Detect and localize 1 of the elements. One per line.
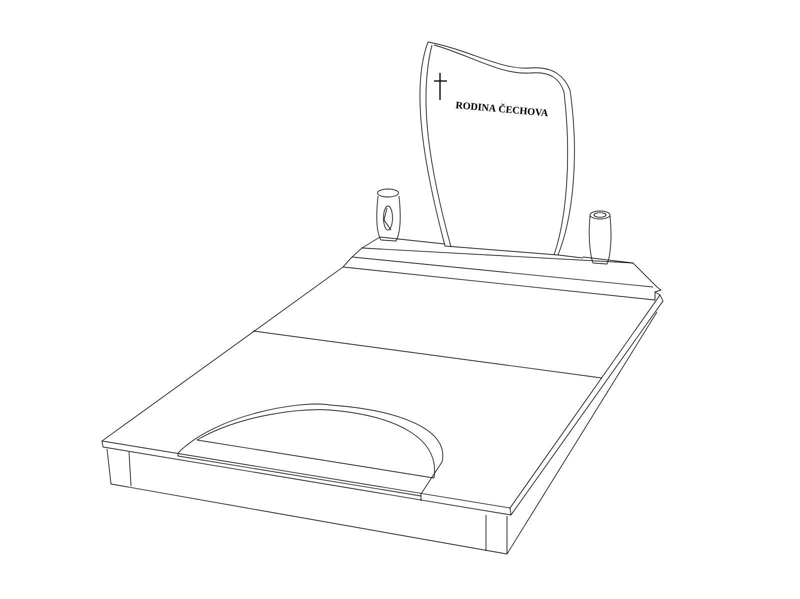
inscription: RODINA ČECHOVA bbox=[456, 102, 548, 116]
